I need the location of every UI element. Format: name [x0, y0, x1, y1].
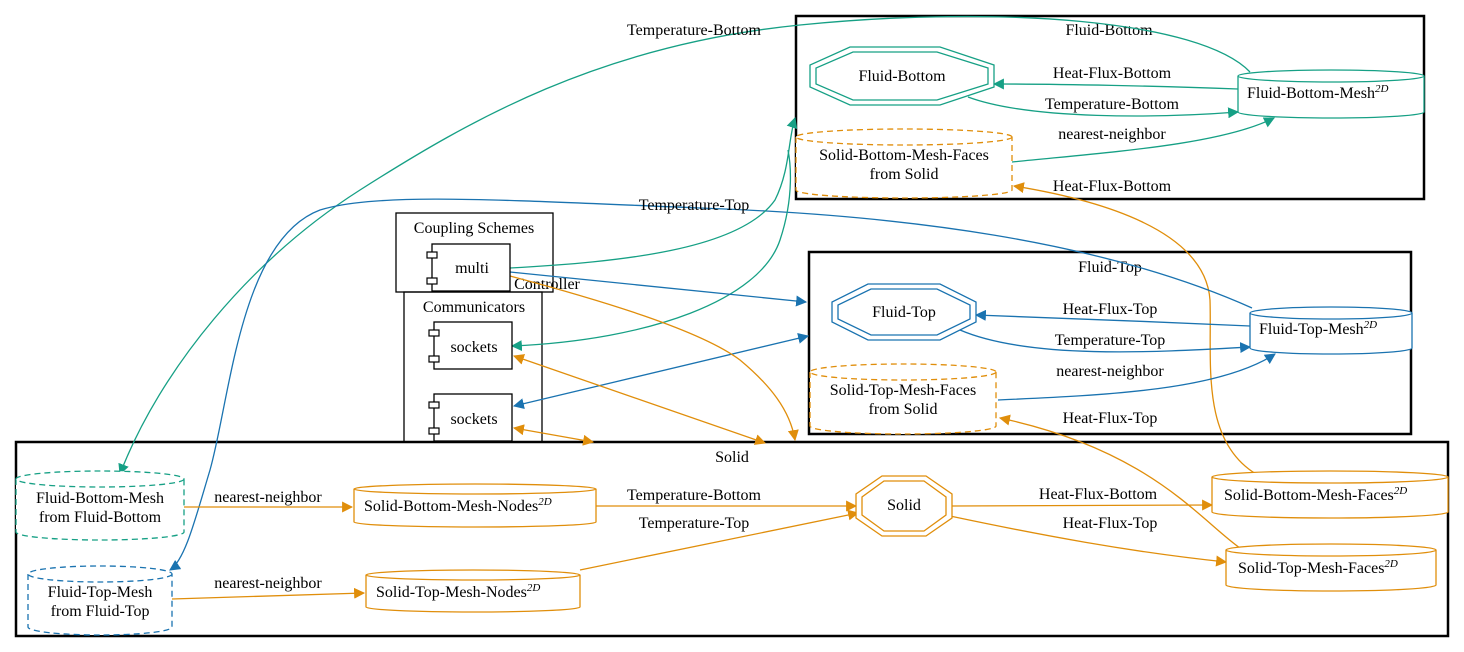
edge-temperature-bottom-fb [967, 96, 1240, 119]
edge-label-temperature-bottom-solid: Temperature-Bottom [627, 487, 762, 504]
cluster-communicators-label: Communicators [423, 299, 525, 316]
svg-text:Fluid-Bottom: Fluid-Bottom [858, 68, 946, 85]
svg-text:Solid-Top-Mesh-Faces2D: Solid-Top-Mesh-Faces2D [1238, 558, 1398, 577]
node-fluid-bottom-mesh[interactable]: Fluid-Bottom-Mesh2D [1237, 69, 1425, 119]
node-multi-coupling-scheme[interactable]: multi [426, 243, 511, 292]
svg-text:Solid-Top-Mesh-Nodes2D: Solid-Top-Mesh-Nodes2D [376, 582, 540, 601]
node-fluid-bottom-mesh-from-fluid-bottom[interactable]: Fluid-Bottom-Mesh from Fluid-Bottom [15, 470, 185, 541]
svg-text:multi: multi [455, 260, 489, 277]
svg-text:Solid-Bottom-Mesh-Faces2D: Solid-Bottom-Mesh-Faces2D [1224, 485, 1407, 504]
node-fluid-top-mesh[interactable]: Fluid-Top-Mesh2D [1249, 306, 1413, 355]
node-solid-top-mesh-faces-from-solid[interactable]: Solid-Top-Mesh-Faces from Solid [809, 363, 997, 435]
svg-text:from Solid: from Solid [870, 166, 939, 183]
svg-text:Solid: Solid [887, 497, 921, 514]
svg-text:from Solid: from Solid [869, 401, 938, 418]
svg-text:from Fluid-Bottom: from Fluid-Bottom [39, 509, 162, 526]
edge-temperature-top-long [169, 198, 1253, 571]
edge-label-temperature-top-ft: Temperature-Top [1055, 332, 1166, 349]
edge-multi-to-fluid-bottom [509, 116, 798, 269]
edge-label-heat-flux-bottom-solid: Heat-Flux-Bottom [1039, 486, 1158, 503]
node-sockets-2[interactable]: sockets [428, 393, 513, 442]
edge-temperature-top-solid [579, 509, 860, 571]
node-sockets-1[interactable]: sockets [428, 321, 513, 370]
svg-text:Fluid-Top: Fluid-Top [872, 304, 936, 321]
svg-text:Fluid-Bottom-Mesh2D: Fluid-Bottom-Mesh2D [1247, 83, 1389, 102]
svg-text:Solid-Bottom-Mesh-Nodes2D: Solid-Bottom-Mesh-Nodes2D [364, 496, 552, 515]
node-solid[interactable]: Solid [855, 475, 953, 537]
node-solid-top-mesh-nodes[interactable]: Solid-Top-Mesh-Nodes2D [365, 569, 581, 613]
svg-text:from Fluid-Top: from Fluid-Top [51, 603, 150, 620]
edge-label-heat-flux-top-solid: Heat-Flux-Top [1063, 515, 1158, 532]
edge-nearest-neighbor-ft [997, 353, 1276, 401]
svg-text:sockets: sockets [450, 339, 497, 356]
edge-multi-to-solid [509, 275, 799, 442]
node-solid-bottom-mesh-nodes[interactable]: Solid-Bottom-Mesh-Nodes2D [353, 483, 597, 528]
cluster-fluid-top-label: Fluid-Top [1078, 259, 1142, 276]
edge-label-temperature-bottom-fb: Temperature-Bottom [1045, 96, 1180, 113]
svg-text:Fluid-Top-Mesh2D: Fluid-Top-Mesh2D [1259, 319, 1377, 338]
edge-heat-flux-bottom-fb [992, 78, 1239, 90]
edge-sockets-solid-2 [512, 424, 595, 446]
edge-label-temperature-top-long: Temperature-Top [639, 197, 750, 214]
cluster-solid-label: Solid [715, 449, 749, 466]
edge-label-temperature-top-solid: Temperature-Top [639, 515, 750, 532]
cluster-fluid-bottom-label: Fluid-Bottom [1065, 22, 1153, 39]
edge-label-heat-flux-top-xfer: Heat-Flux-Top [1063, 410, 1158, 427]
edge-heat-flux-top-xfer [998, 414, 1241, 549]
node-solid-bottom-mesh-faces-from-solid[interactable]: Solid-Bottom-Mesh-Faces from Solid [795, 128, 1013, 199]
cluster-coupling-schemes-label: Coupling Schemes [414, 220, 534, 237]
node-fluid-top[interactable]: Fluid-Top [831, 283, 977, 341]
edge-temperature-top-ft [959, 329, 1252, 354]
controller-label: Controller [514, 276, 580, 293]
node-fluid-top-mesh-from-fluid-top[interactable]: Fluid-Top-Mesh from Fluid-Top [27, 565, 173, 636]
edge-label-nearest-neighbor-fb: nearest-neighbor [1058, 126, 1166, 143]
edge-label-nearest-neighbor-solid-bottom: nearest-neighbor [214, 489, 322, 506]
svg-text:Solid-Top-Mesh-Faces: Solid-Top-Mesh-Faces [830, 382, 976, 399]
edge-heat-flux-bottom-xfer [1012, 182, 1257, 475]
svg-text:Fluid-Top-Mesh: Fluid-Top-Mesh [48, 584, 153, 601]
svg-text:Fluid-Bottom-Mesh: Fluid-Bottom-Mesh [36, 490, 164, 507]
edge-heat-flux-top-solid [949, 515, 1228, 567]
edge-heat-flux-bottom-solid [951, 499, 1214, 511]
edge-nearest-neighbor-fb [1011, 117, 1275, 163]
edge-heat-flux-top-ft [974, 309, 1251, 327]
svg-text:Solid-Bottom-Mesh-Faces: Solid-Bottom-Mesh-Faces [819, 147, 989, 164]
edge-label-temperature-bottom-long: Temperature-Bottom [627, 22, 762, 39]
edge-sockets-solid-1 [512, 354, 767, 445]
edge-label-heat-flux-bottom-fb: Heat-Flux-Bottom [1053, 65, 1172, 82]
edge-label-heat-flux-top-ft: Heat-Flux-Top [1063, 301, 1158, 318]
edge-nearest-neighbor-solid-top [171, 587, 366, 600]
edge-temperature-bottom-long [118, 15, 1251, 476]
node-fluid-bottom[interactable]: Fluid-Bottom [809, 46, 995, 106]
edge-label-nearest-neighbor-ft: nearest-neighbor [1056, 363, 1164, 380]
edge-label-heat-flux-bottom-xfer: Heat-Flux-Bottom [1053, 178, 1172, 195]
node-solid-bottom-mesh-faces[interactable]: Solid-Bottom-Mesh-Faces2D [1211, 470, 1449, 519]
svg-text:sockets: sockets [450, 411, 497, 428]
edge-sockets-fluid-bottom [510, 149, 792, 352]
edge-multi-to-fluid-top [509, 271, 808, 307]
edge-label-nearest-neighbor-solid-top: nearest-neighbor [214, 575, 322, 592]
node-solid-top-mesh-faces[interactable]: Solid-Top-Mesh-Faces2D [1225, 543, 1437, 592]
